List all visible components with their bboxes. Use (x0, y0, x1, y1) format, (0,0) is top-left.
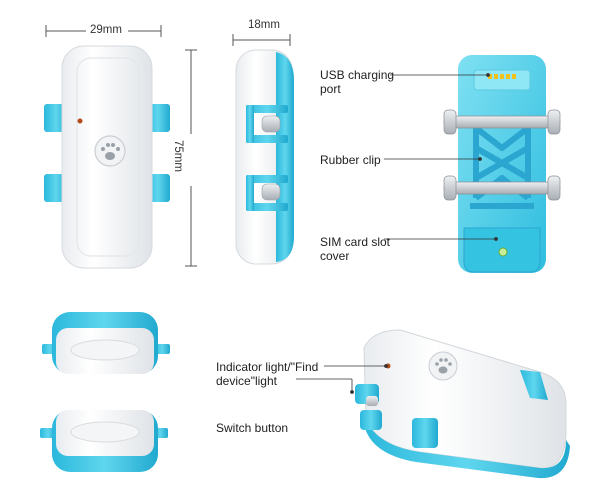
side-view-device (235, 49, 294, 265)
width-dimension-label: 29mm (90, 24, 122, 36)
indicator-callout-line1: Indicator light/"Find (216, 360, 319, 374)
depth-dimension-line (232, 34, 291, 46)
depth-dimension-label: 18mm (248, 19, 280, 31)
switch-button-callout: Switch button (216, 421, 289, 435)
width-dimension-line (45, 25, 162, 37)
bottom-view-device (40, 410, 168, 472)
perspective-view-device (355, 329, 570, 479)
sim-callout-line2: cover (320, 249, 350, 263)
height-dimension-line (185, 49, 197, 267)
usb-callout-line1: USB charging (320, 68, 395, 82)
usb-callout-line2: port (320, 82, 341, 96)
sim-callout-line1: SIM card slot (320, 235, 391, 249)
indicator-callout-line2: device"light (216, 374, 277, 388)
usb-port-callout: USB charging port (320, 68, 394, 96)
top-view-device (42, 312, 170, 374)
back-view-device (443, 55, 561, 273)
indicator-light-callout: Indicator light/"Find device"light (216, 360, 318, 388)
usb-pins-icon (488, 74, 516, 79)
sim-slot-callout: SIM card slot cover (320, 235, 390, 263)
callout-leaders (296, 73, 498, 394)
front-view-device (44, 45, 170, 269)
rubber-clip-callout: Rubber clip (320, 153, 381, 167)
